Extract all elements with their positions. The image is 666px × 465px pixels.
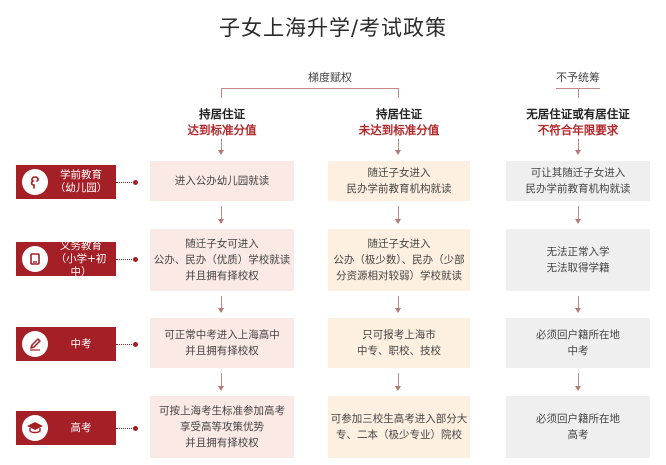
- arrow-head: [575, 219, 581, 224]
- graduation-cap-icon: [22, 415, 48, 441]
- bracket-left-v1: [221, 88, 222, 98]
- cell-r2-c1: 随迁子女可进入公办、民办（优质）学校就读并且拥有择校权: [150, 229, 294, 291]
- cell-r3-c3: 必须回户籍所在地中考: [506, 318, 650, 368]
- cell-r3-c2: 只可报考上海市中专、职校、技校: [328, 318, 470, 368]
- arrow-head: [395, 308, 401, 313]
- arrow-line: [578, 373, 579, 386]
- group-label-gradient: 梯度赋权: [308, 71, 352, 84]
- arrow-head: [218, 219, 224, 224]
- page-title: 子女上海升学/考试政策: [218, 16, 448, 40]
- arrow-head: [395, 386, 401, 391]
- arrow-line: [221, 206, 222, 219]
- arrow-line: [398, 296, 399, 308]
- arrow-head: [575, 308, 581, 313]
- column-header-2: 持居住证 未达到标准分值: [358, 107, 440, 137]
- arrow-line: [398, 139, 399, 150]
- arrow-head: [575, 150, 581, 155]
- cell-r3-c1: 可正常中考进入上海高中并且拥有择校权: [150, 318, 294, 368]
- arrow-head: [395, 219, 401, 224]
- arrow-line: [578, 139, 579, 150]
- connector-dot-1: [133, 180, 138, 185]
- connector-dot-3: [133, 342, 138, 347]
- stage-compulsory: 义务教育 （小学+初中）: [16, 240, 116, 278]
- connector-dot-2: [133, 257, 138, 262]
- stage-preschool: 学前教育 （幼儿园）: [16, 165, 116, 199]
- stage-gaokao: 高考: [16, 411, 116, 445]
- cell-r4-c1: 可按上海考生标准参加高考享受高等攻策优势并且拥有择校权: [150, 396, 294, 458]
- cell-r1-c1: 进入公办幼儿园就读: [150, 161, 294, 201]
- cell-r1-c2: 随迁子女进入民办学前教育机构就读: [328, 161, 470, 201]
- arrow-head: [218, 386, 224, 391]
- cell-r1-c3: 可让其随迁子女进入民办学前教育机构就读: [506, 161, 650, 201]
- stage-zhongkao: 中考: [16, 327, 116, 361]
- arrow-line: [578, 206, 579, 219]
- book-icon: [22, 246, 48, 272]
- arrow-line: [221, 373, 222, 386]
- baby-icon: [22, 169, 48, 195]
- group-label-excluded: 不予统筹: [556, 71, 600, 84]
- bracket-right-v: [578, 88, 579, 98]
- connector-dot-4: [133, 426, 138, 431]
- cell-r4-c3: 必须回户籍所在地高考: [506, 396, 650, 458]
- arrow-line: [398, 373, 399, 386]
- arrow-line: [578, 296, 579, 308]
- connector-4: [116, 428, 134, 429]
- bracket-left-v2: [398, 88, 399, 98]
- column-header-1: 持居住证 达到标准分值: [187, 107, 257, 137]
- arrow-head: [218, 308, 224, 313]
- arrow-head: [575, 386, 581, 391]
- cell-r4-c2: 可参加三校生高考进入部分大专、二本（极少专业）院校: [328, 396, 470, 458]
- pencil-icon: [22, 331, 48, 357]
- connector-3: [116, 344, 134, 345]
- arrow-line: [221, 296, 222, 308]
- connector-1: [116, 182, 134, 183]
- connector-2: [116, 259, 134, 260]
- arrow-head: [395, 150, 401, 155]
- bracket-left-top: [221, 88, 399, 89]
- cell-r2-c3: 无法正常入学无法取得学籍: [506, 229, 650, 291]
- arrow-head: [218, 150, 224, 155]
- arrow-line: [398, 206, 399, 219]
- arrow-line: [221, 139, 222, 150]
- column-header-3: 无居住证或有居住证 不符合年限要求: [526, 107, 630, 137]
- cell-r2-c2: 随迁子女进入公办（极少数）、民办（少部分资源相对较弱）学校就读: [328, 229, 470, 291]
